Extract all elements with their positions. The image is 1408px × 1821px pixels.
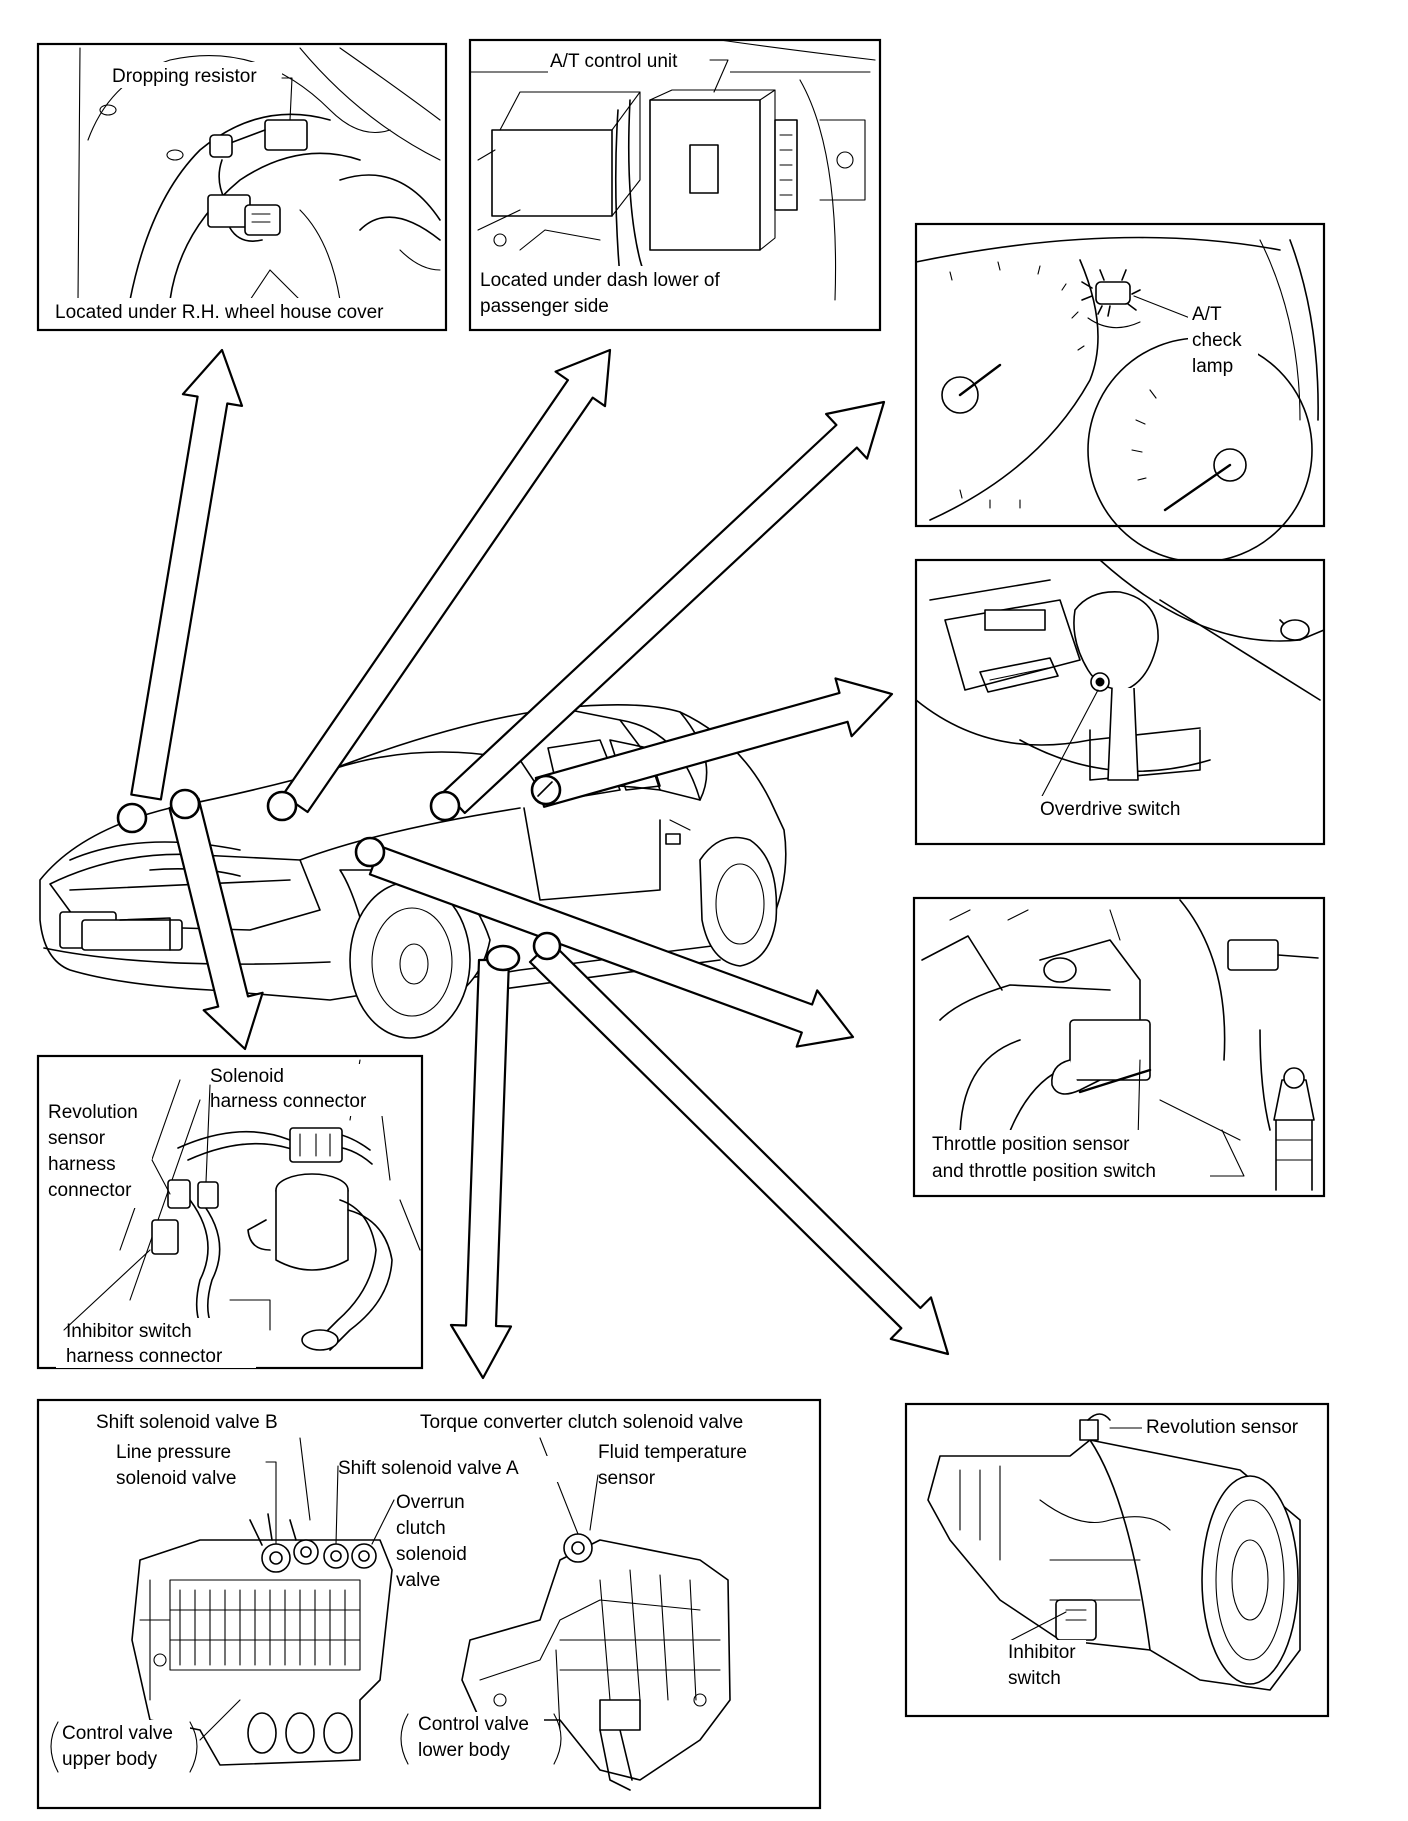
arrow-to-transmission: [528, 940, 950, 1356]
spot-control-unit: [266, 790, 298, 822]
panel-overdrive: Overdrive switch: [914, 558, 1326, 846]
rev-harness-label-4: connector: [48, 1180, 132, 1201]
panel-throttle: Throttle position sensor and throttle po…: [912, 896, 1326, 1198]
overrun-label-4: valve: [396, 1570, 440, 1591]
leader-line: [1133, 295, 1191, 319]
panel-frame: [914, 222, 1326, 528]
paren-right: [189, 1699, 241, 1773]
overrun-label-3: solenoid: [396, 1544, 467, 1565]
panel-frame: [36, 42, 448, 332]
inhibitor-harness-label-2: harness connector: [66, 1346, 223, 1367]
spot-dropping-resistor: [116, 802, 148, 834]
fluid-temp-label-1: Fluid temperature: [598, 1442, 747, 1463]
fluid-temp-label-2: sensor: [598, 1468, 656, 1489]
leader-line: [589, 1474, 599, 1531]
spot-control-valve: [485, 944, 521, 972]
panel-transmission: Revolution sensor Inhibitor switch: [904, 1402, 1330, 1718]
leader-line: [151, 1159, 171, 1195]
arrow-to-throttle: [368, 845, 855, 1048]
spot-throttle: [354, 836, 386, 868]
overrun-label-1: Overrun: [396, 1492, 465, 1513]
paren-left: [50, 1721, 59, 1773]
spot-overdrive: [530, 774, 562, 806]
line-pressure-label-1: Line pressure: [116, 1442, 231, 1463]
leader-line: [1003, 1611, 1067, 1645]
solenoid-label-1: Solenoid: [210, 1066, 284, 1087]
overrun-label-2: clutch: [396, 1518, 446, 1539]
paren-left: [400, 1713, 409, 1765]
arrow-to-check-lamp: [443, 400, 886, 815]
upper-body-illustration: [131, 1513, 393, 1766]
lower-body-label-2: lower body: [418, 1740, 510, 1761]
leader-line: [265, 1461, 277, 1545]
overdrive-switch-label: Overdrive switch: [1040, 799, 1180, 820]
check-lamp-label-3: lamp: [1192, 356, 1233, 377]
leader-line: [335, 1465, 339, 1545]
solenoid-label-2: harness connector: [210, 1091, 367, 1112]
arrow-to-overdrive: [534, 677, 894, 808]
leader-line: [371, 1499, 395, 1545]
inhibitor-switch-label-1: Inhibitor: [1008, 1642, 1076, 1663]
arrow-to-control-valve: [449, 958, 513, 1380]
spot-check-lamp: [429, 790, 461, 822]
panel-dropping-resistor: Dropping resistor Located under R.H. whe…: [36, 42, 448, 332]
lower-body-label-1: Control valve: [418, 1714, 529, 1735]
arrow-to-harness: [168, 797, 264, 1051]
rev-harness-label-1: Revolution: [48, 1102, 138, 1123]
leader-line: [1137, 1059, 1141, 1141]
wheel-house-illustration: [77, 47, 441, 301]
panel-control-valve: Shift solenoid valve B Torque converter …: [36, 1398, 822, 1810]
line-pressure-label-2: solenoid valve: [116, 1468, 236, 1489]
panel-harness: Solenoid harness connector Revolution se…: [36, 1054, 424, 1370]
leader-line: [709, 59, 729, 93]
shift-a-label: Shift solenoid valve A: [338, 1458, 519, 1479]
inhibitor-switch-label-2: switch: [1008, 1668, 1061, 1689]
dropping-resistor-location: Located under R.H. wheel house cover: [55, 302, 384, 323]
arrow-to-dropping-resistor: [130, 348, 244, 801]
leader-line: [1199, 1129, 1245, 1177]
console-illustration: [915, 559, 1325, 781]
check-lamp-label-2: check: [1192, 330, 1242, 351]
dropping-resistor-label: Dropping resistor: [112, 66, 257, 87]
arrow-to-control-unit: [281, 348, 612, 814]
leader-line: [205, 1084, 211, 1183]
check-lamp-icon: [1081, 269, 1141, 329]
spot-transmission: [532, 931, 562, 961]
callout-arrows: [130, 348, 950, 1380]
torque-converter-label: Torque converter clutch solenoid valve: [420, 1412, 743, 1433]
throttle-label-1: Throttle position sensor: [932, 1134, 1130, 1155]
inhibitor-harness-label-1: Inhibitor switch: [66, 1321, 192, 1342]
control-unit-location-2: passenger side: [480, 296, 609, 317]
leader-line: [63, 1249, 151, 1331]
rev-harness-label-2: sensor: [48, 1128, 106, 1149]
leader-line: [539, 1437, 579, 1535]
location-markers: [116, 774, 562, 972]
check-lamp-label-1: A/T: [1192, 304, 1222, 325]
shift-lever: [1073, 591, 1159, 781]
panel-check-lamp: A/T check lamp: [914, 222, 1326, 563]
revolution-sensor-label: Revolution sensor: [1146, 1417, 1299, 1438]
dropping-resistor-part: [207, 119, 308, 242]
spot-harness: [169, 788, 201, 820]
shift-b-label: Shift solenoid valve B: [96, 1412, 278, 1433]
leader-line: [299, 1437, 311, 1521]
upper-body-label-2: upper body: [62, 1749, 158, 1770]
leader-line: [281, 77, 293, 121]
transmission-illustration: [927, 1413, 1301, 1691]
control-unit-location-1: Located under dash lower of: [480, 270, 720, 291]
throttle-label-2: and throttle position switch: [932, 1161, 1156, 1182]
upper-body-label-1: Control valve: [62, 1723, 173, 1744]
control-unit-label: A/T control unit: [550, 51, 678, 72]
panel-control-unit: A/T control unit Located under dash lowe…: [468, 38, 882, 332]
rev-harness-label-3: harness: [48, 1154, 116, 1175]
paren-right: [553, 1649, 562, 1765]
throttle-body-illustration: [921, 899, 1319, 1191]
